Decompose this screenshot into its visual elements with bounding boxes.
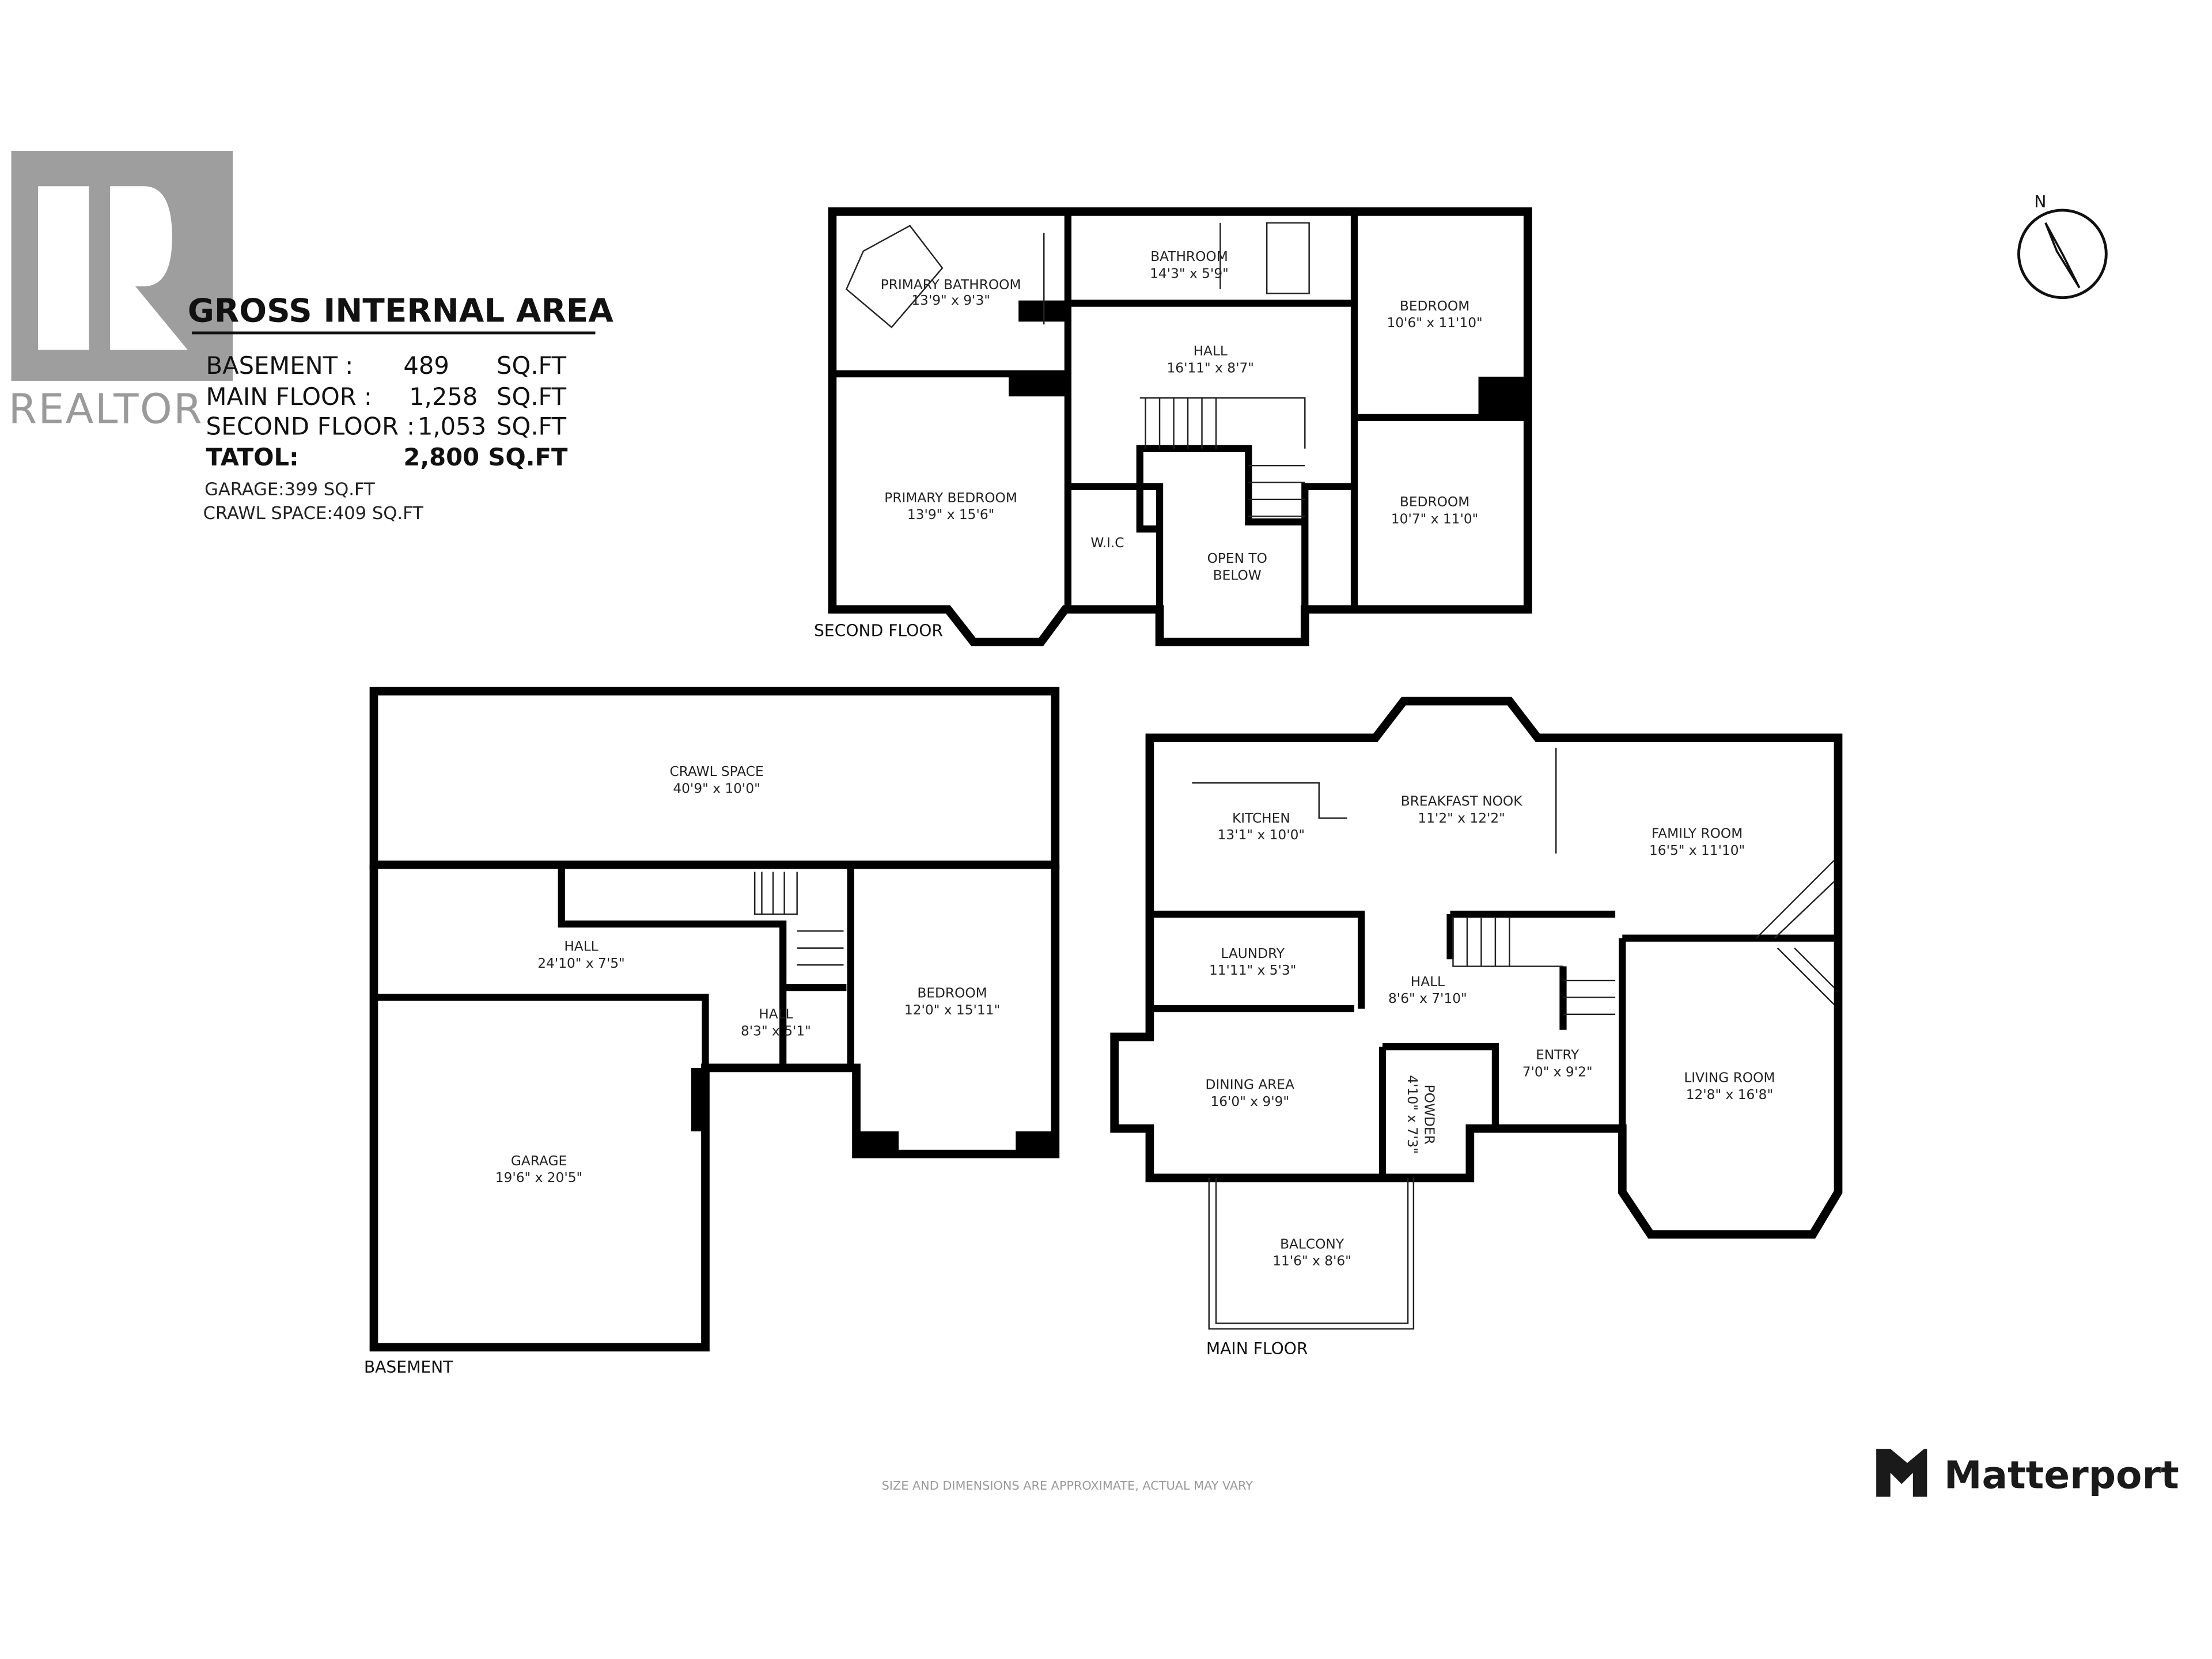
area-label-main: MAIN FLOOR :	[206, 382, 372, 411]
disclaimer-text: SIZE AND DIMENSIONS ARE APPROXIMATE, ACT…	[882, 1479, 1253, 1493]
garage-area: GARAGE:399 SQ.FT	[204, 480, 375, 500]
room-label: ENTRY	[1536, 1047, 1580, 1063]
room-dimensions: 24'10" x 7'5"	[537, 956, 624, 971]
room-dimensions: 10'7" x 11'0"	[1391, 512, 1478, 527]
area-unit: SQ.FT	[497, 412, 567, 440]
room-label: CRAWL SPACE	[670, 764, 764, 779]
room-label: BEDROOM	[1400, 298, 1469, 314]
room-dimensions: 11'11" x 5'3"	[1209, 963, 1296, 978]
room-label: OPEN TO	[1207, 551, 1267, 566]
room-dimensions: 10'6" x 11'10"	[1387, 315, 1482, 331]
room-label: BREAKFAST NOOK	[1401, 793, 1522, 809]
room-dimensions: 13'9" x 15'6"	[907, 507, 994, 522]
area-label-basement: BASEMENT :	[206, 351, 354, 380]
room-dimensions: 12'8" x 16'8"	[1686, 1087, 1773, 1103]
room-label: HALL	[759, 1006, 793, 1022]
room-label: GARAGE	[511, 1153, 567, 1169]
room-dimensions: 12'0" x 15'11"	[904, 1002, 1000, 1018]
room-label: POWDER	[1421, 1085, 1437, 1145]
room-dimensions: 19'6" x 20'5"	[495, 1170, 582, 1185]
matterport-logo: Matterport	[1876, 1449, 2179, 1498]
floor-label-basement: BASEMENT	[364, 1358, 453, 1377]
room-dimensions: 14'3" x 5'9"	[1150, 266, 1229, 281]
room-dimensions: 8'3" x 5'1"	[741, 1024, 811, 1039]
room-label: LAUNDRY	[1221, 946, 1285, 961]
room-label: HALL	[564, 939, 598, 955]
room-dimensions: 40'9" x 10'0"	[673, 781, 760, 796]
matterport-icon	[1876, 1449, 1927, 1497]
floor-label-main: MAIN FLOOR	[1206, 1339, 1308, 1358]
area-value-basement: 489	[403, 351, 449, 380]
room-label: BEDROOM	[917, 985, 987, 1001]
area-unit: SQ.FT	[497, 351, 567, 380]
room-dimensions: 16'0" x 9'9"	[1210, 1094, 1289, 1109]
room-label: HALL	[1194, 343, 1228, 359]
compass-icon: N	[2017, 192, 2108, 300]
room-label: W.I.C	[1090, 535, 1124, 551]
area-unit: SQ.FT	[488, 443, 568, 471]
room-dimensions: 11'2" x 12'2"	[1418, 810, 1505, 826]
compass-north-label: N	[2034, 192, 2046, 211]
room-label: HALL	[1411, 974, 1445, 990]
basement-plan: CRAWL SPACE 40'9" x 10'0" HALL 24'10" x …	[364, 687, 1060, 1377]
room-label: DINING AREA	[1206, 1077, 1295, 1093]
room-dimensions: 11'6" x 8'6"	[1272, 1253, 1351, 1269]
area-label-second: SECOND FLOOR :	[206, 412, 415, 440]
area-value-second: 1,053	[418, 412, 486, 440]
room-label: PRIMARY BEDROOM	[884, 490, 1017, 506]
room-dimensions: 16'11" x 8'7"	[1166, 361, 1253, 376]
room-label: LIVING ROOM	[1684, 1070, 1775, 1085]
room-label: BALCONY	[1280, 1236, 1344, 1252]
realtor-wordmark: REALTOR	[9, 385, 203, 433]
room-label: BEDROOM	[1400, 494, 1469, 510]
second-floor-plan: PRIMARY BATHROOM 13'9" x 9'3" BATHROOM 1…	[814, 207, 1532, 646]
room-dimensions: BELOW	[1213, 568, 1262, 584]
realtor-logo: REALTOR	[9, 151, 233, 433]
main-floor-plan: KITCHEN 13'1" x 10'0" BREAKFAST NOOK 11'…	[1110, 696, 1843, 1358]
room-label: BATHROOM	[1150, 249, 1228, 264]
area-unit: SQ.FT	[497, 382, 567, 411]
room-dimensions: 13'1" x 10'0"	[1218, 827, 1305, 843]
room-label: FAMILY ROOM	[1652, 826, 1743, 842]
area-title: GROSS INTERNAL AREA	[188, 292, 614, 329]
matterport-wordmark: Matterport	[1944, 1453, 2179, 1498]
room-dimensions: 16'5" x 11'10"	[1649, 843, 1745, 858]
crawl-space-area: CRAWL SPACE:409 SQ.FT	[203, 503, 424, 524]
room-dimensions: 8'6" x 7'10"	[1388, 991, 1467, 1006]
floor-label-second: SECOND FLOOR	[814, 621, 943, 640]
gross-internal-area-table: GROSS INTERNAL AREA BASEMENT : 489 SQ.FT…	[188, 292, 614, 524]
area-value-total: 2,800	[403, 443, 479, 471]
room-label: KITCHEN	[1232, 810, 1290, 826]
room-dimensions: 7'0" x 9'2"	[1522, 1065, 1593, 1080]
area-label-total: TATOL:	[206, 443, 299, 471]
room-dimensions: 13'9" x 9'3"	[911, 293, 990, 308]
room-label: PRIMARY BATHROOM	[881, 277, 1021, 293]
area-value-main: 1,258	[409, 382, 478, 411]
room-dimensions: 4'10" x 7'3"	[1404, 1075, 1420, 1154]
